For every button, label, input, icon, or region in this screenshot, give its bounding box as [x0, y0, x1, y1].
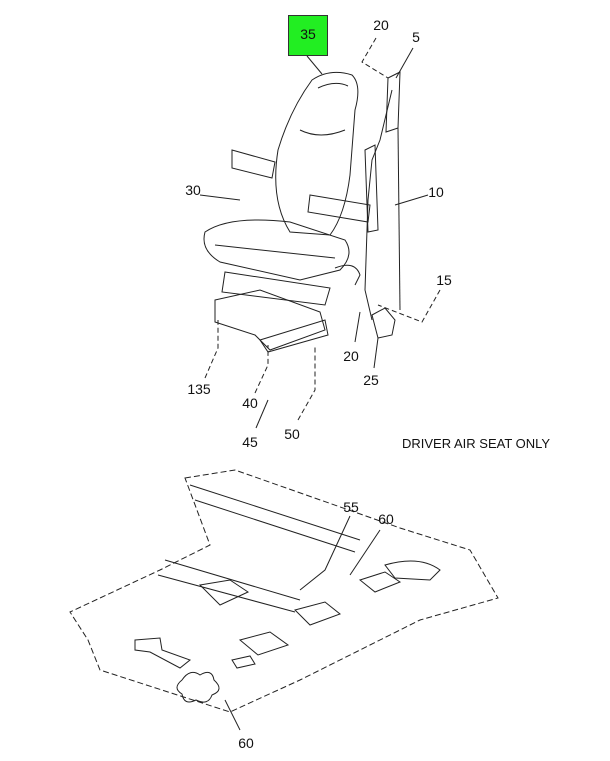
callout-135[interactable]: 135 [187, 381, 211, 397]
callout-60-lower[interactable]: 60 [238, 735, 254, 751]
callout-45[interactable]: 45 [242, 434, 258, 450]
callout-25[interactable]: 25 [363, 372, 379, 388]
callout-30[interactable]: 30 [185, 182, 201, 198]
callout-40[interactable]: 40 [242, 395, 258, 411]
leader-lines [199, 37, 441, 731]
callout-35-highlighted[interactable]: 35 [288, 15, 328, 56]
callout-5[interactable]: 5 [412, 29, 420, 45]
callout-50[interactable]: 50 [284, 426, 300, 442]
callout-35-label: 35 [300, 26, 316, 42]
callout-15[interactable]: 15 [436, 272, 452, 288]
cab-floor [69, 469, 499, 713]
callout-55[interactable]: 55 [343, 499, 359, 515]
driver-seat [203, 71, 371, 353]
callout-10[interactable]: 10 [428, 184, 444, 200]
callout-20-lower[interactable]: 20 [343, 348, 359, 364]
callout-60-upper[interactable]: 60 [378, 511, 394, 527]
tether-and-belt [364, 71, 401, 339]
callout-20-upper[interactable]: 20 [373, 17, 389, 33]
driver-air-seat-note: DRIVER AIR SEAT ONLY [402, 436, 551, 451]
